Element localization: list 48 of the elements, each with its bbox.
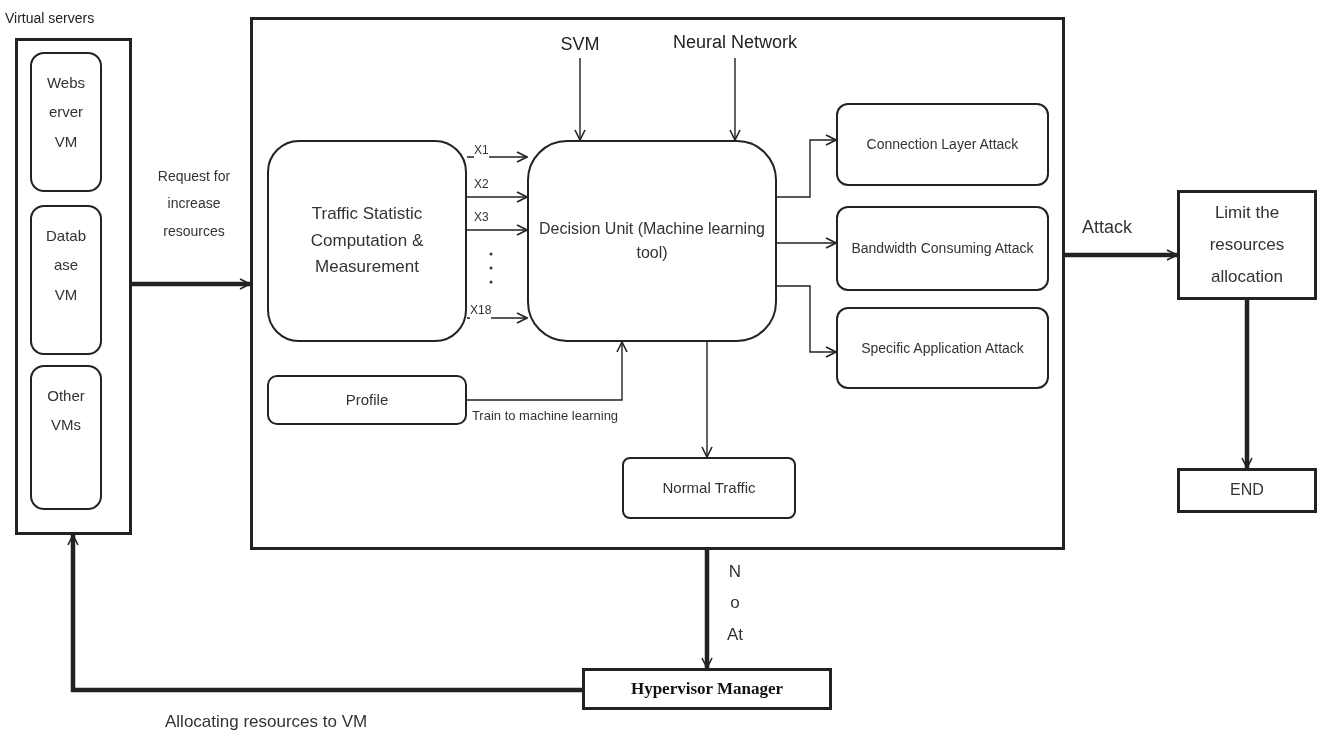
container-box (250, 17, 1065, 550)
process-box (582, 668, 832, 710)
process-box (1177, 468, 1317, 513)
arrow (701, 341, 713, 458)
arrow (574, 57, 586, 141)
edge-label: X1 (474, 143, 489, 159)
box-label: END (1230, 480, 1264, 501)
box-label: Bandwidth Consuming Attack (851, 239, 1034, 259)
rounded-box (267, 375, 467, 425)
input-label: SVM (552, 30, 608, 58)
arrow (466, 312, 528, 324)
box-label: Connection Layer Attack (866, 135, 1019, 155)
rounded-box (836, 206, 1049, 291)
arrow (776, 237, 837, 249)
box-label: Limit the resources allocation (1208, 201, 1286, 289)
box-label: Hypervisor Manager (630, 677, 784, 700)
edge-label: X18 (470, 303, 492, 319)
arrow (67, 534, 582, 693)
arrow (701, 550, 713, 669)
arrow (729, 57, 741, 141)
box-label: Other VMs (46, 386, 86, 436)
rounded-box (836, 103, 1049, 186)
box-label: Profile (345, 390, 389, 410)
arrow (466, 341, 628, 401)
arrow (776, 285, 837, 358)
arrow (466, 191, 528, 203)
rounded-box (622, 457, 796, 519)
box-label: Traffic Statistic Computation & Measurement (309, 203, 425, 279)
arrow (132, 278, 251, 290)
arrow (776, 134, 837, 198)
process-box (1177, 190, 1317, 300)
box-label: Decision Unit (Machine learning tool) (538, 219, 766, 263)
rounded-box (30, 365, 102, 510)
rounded-box (30, 52, 102, 192)
arrow (1065, 249, 1178, 261)
box-label: Normal Traffic (662, 478, 756, 498)
rounded-box (836, 307, 1049, 389)
arrow (466, 151, 528, 163)
box-label: Datab ase VM (45, 226, 87, 305)
box-label: Webs erver VM (45, 73, 87, 152)
rounded-box (30, 205, 102, 355)
arrow (466, 224, 528, 236)
rounded-box (527, 140, 777, 342)
arrow (1241, 300, 1253, 469)
rounded-box (267, 140, 467, 342)
input-label: Neural Network (640, 28, 830, 58)
group-heading: Virtual servers (5, 9, 96, 28)
box-label: Specific Application Attack (861, 338, 1024, 358)
